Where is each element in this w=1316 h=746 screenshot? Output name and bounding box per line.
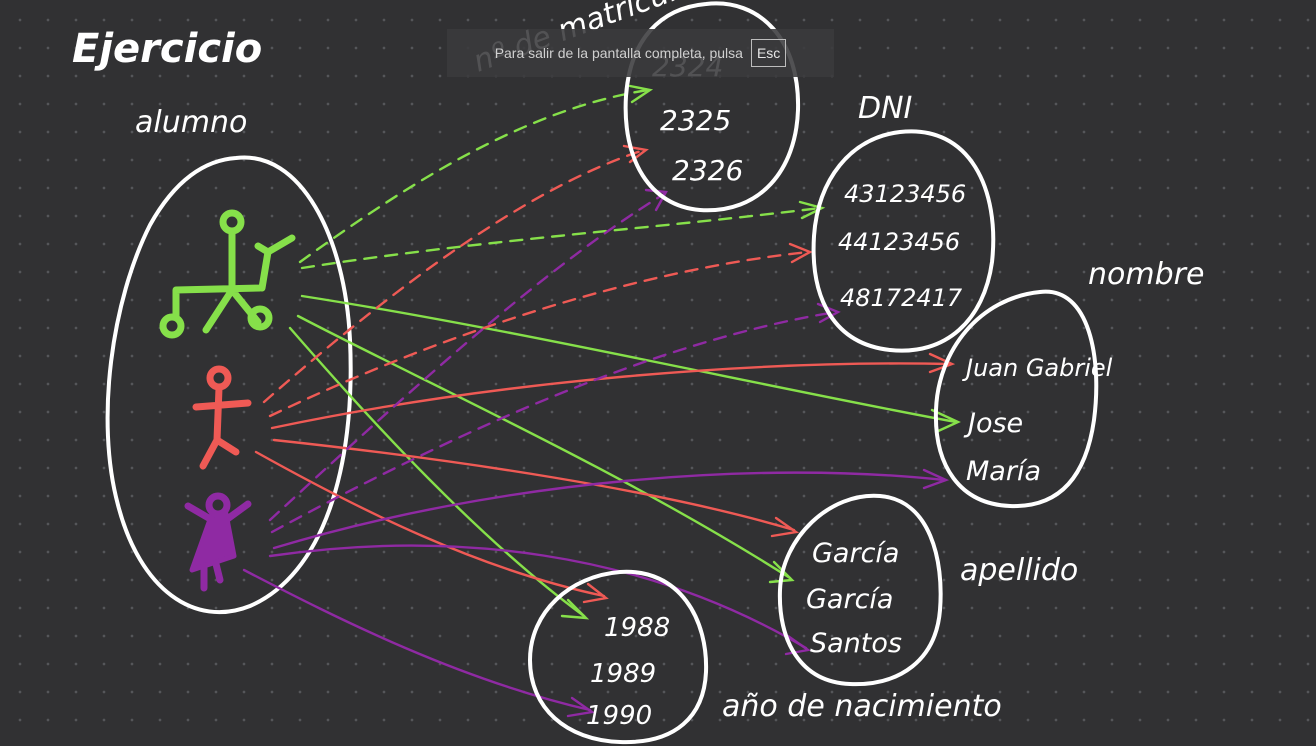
set-dni-label: DNI xyxy=(858,91,913,126)
matricula-value-2: 2325 xyxy=(660,104,731,137)
diagram-title: Ejercicio xyxy=(72,26,262,72)
nombre-value-3: María xyxy=(966,456,1041,487)
entity-label: alumno xyxy=(135,105,247,140)
arrows-green xyxy=(288,84,961,620)
set-dni: DNI 43123456 44123456 48172417 xyxy=(811,91,996,353)
nombre-value-2: Jose xyxy=(963,408,1023,439)
apellido-value-3: Santos xyxy=(810,628,902,659)
arrows-red xyxy=(254,144,956,604)
set-nombre-label: nombre xyxy=(1088,257,1204,292)
fullscreen-exit-message: Para salir de la pantalla completa, puls… xyxy=(494,45,743,61)
set-nombre-blob xyxy=(933,289,1099,509)
student-figure-purple xyxy=(184,492,252,592)
set-nombre: nombre Juan Gabriel Jose María xyxy=(933,257,1204,509)
student-figure-red xyxy=(192,365,252,470)
dni-value-2: 44123456 xyxy=(838,228,960,256)
apellido-value-1: García xyxy=(812,538,899,569)
set-apellido-blob xyxy=(777,493,943,687)
entity-set-blob xyxy=(105,155,353,615)
nombre-value-1: Juan Gabriel xyxy=(962,354,1113,382)
apellido-value-2: García xyxy=(806,584,893,615)
fullscreen-exit-toast: Para salir de la pantalla completa, puls… xyxy=(447,29,834,77)
nacimiento-value-1: 1988 xyxy=(604,613,670,643)
dni-value-1: 43123456 xyxy=(844,180,966,208)
set-apellido: apellido García García Santos xyxy=(777,493,1078,687)
nacimiento-value-3: 1990 xyxy=(586,701,652,731)
set-nacimiento: año de nacimiento 1988 1989 1990 xyxy=(528,569,1002,745)
matricula-value-3: 2326 xyxy=(672,154,743,187)
set-dni-blob xyxy=(811,129,996,353)
set-nacimiento-blob xyxy=(528,569,709,745)
set-nacimiento-label: año de nacimiento xyxy=(722,689,1002,724)
esc-key-hint[interactable]: Esc xyxy=(750,39,787,67)
set-apellido-label: apellido xyxy=(960,553,1078,588)
nacimiento-value-2: 1989 xyxy=(590,659,656,689)
student-figure-green xyxy=(159,209,296,339)
dni-value-3: 48172417 xyxy=(840,284,963,312)
